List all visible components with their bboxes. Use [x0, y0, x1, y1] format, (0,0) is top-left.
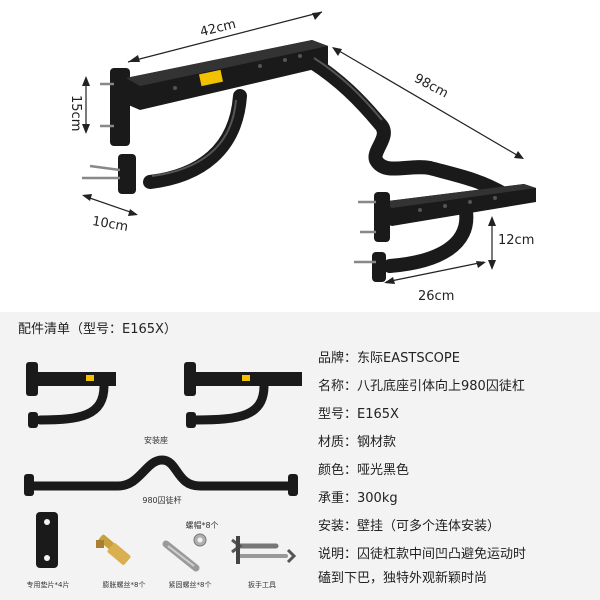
- dimension-15cm: 15cm: [68, 76, 90, 134]
- spec-color: 颜色：哑光黑色: [318, 463, 410, 478]
- product-diagram: 42cm 15cm 10cm 98cm 12cm 26cm: [68, 11, 536, 304]
- bar-caption: 980囚徒杆: [142, 495, 181, 505]
- parts-list-title: 配件清单（型号：E165X）: [18, 322, 177, 337]
- spacer-plate-part: [36, 512, 58, 568]
- spec-install: 安装：壁挂（可多个连体安装）: [318, 519, 501, 534]
- spec-load: 承重：300kg: [318, 491, 398, 506]
- mount-seat-left: [26, 362, 116, 428]
- mount-seat-right: [184, 362, 302, 428]
- nut-caption: 螺帽*8个: [185, 520, 218, 530]
- spec-note-cont: 磕到下巴，独特外观新颖时尚: [318, 571, 488, 586]
- mount-caption: 安装座: [144, 435, 168, 445]
- right-arm-beam: [380, 184, 536, 226]
- dimension-26cm: 26cm: [384, 261, 486, 304]
- part-label-spacer: 专用垫片*4片: [27, 580, 70, 589]
- prisoner-pull-up-bar: [305, 55, 511, 201]
- expansion-bolt-part: [96, 534, 131, 565]
- spec-name: 名称：八孔底座引体向上980囚徒杠: [318, 379, 525, 394]
- top-arm-beam: [126, 40, 328, 110]
- dim-label-12: 12cm: [498, 233, 534, 248]
- parts-spec-panel: [0, 312, 600, 600]
- left-support-arm: [143, 89, 247, 189]
- dim-label-10: 10cm: [91, 214, 129, 235]
- fastening-screw-part: [162, 540, 200, 572]
- warning-label: [198, 69, 224, 87]
- dimension-12cm: 12cm: [488, 216, 534, 270]
- left-wall-plate: [82, 68, 136, 194]
- wrench-tool-part: [231, 536, 297, 564]
- dimension-10cm: 10cm: [82, 194, 138, 235]
- dim-label-15: 15cm: [68, 95, 83, 131]
- right-wall-plate: [354, 192, 390, 282]
- dim-label-26: 26cm: [418, 289, 454, 304]
- right-support-arm: [383, 205, 474, 273]
- spec-note: 说明：囚徒杠款中间凹凸避免运动时: [318, 547, 527, 562]
- part-label-wrench: 扳手工具: [248, 580, 276, 589]
- pullup-bar-part: [24, 455, 298, 496]
- spec-model: 型号：E165X: [318, 407, 399, 422]
- spec-material: 材质：钢材款: [318, 435, 397, 450]
- nut-part: [193, 533, 207, 547]
- spec-brand: 品牌：东际EASTSCOPE: [318, 351, 460, 366]
- part-label-expansion-bolt: 膨胀螺丝*8个: [103, 580, 146, 589]
- part-label-fastening-screw: 紧固螺丝*8个: [169, 580, 212, 589]
- left-support-highlight: [151, 99, 237, 177]
